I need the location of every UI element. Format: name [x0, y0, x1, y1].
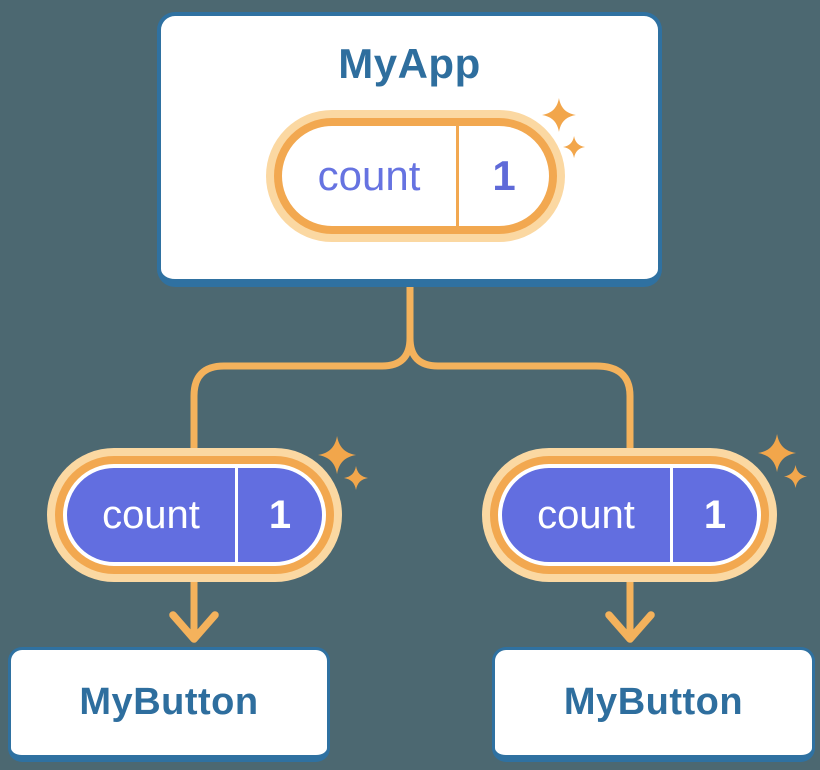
state-pill-label: count	[317, 152, 421, 199]
mybutton-card-right: MyButton	[492, 647, 815, 762]
sparkle-icon	[318, 436, 368, 490]
sparkle-icon	[758, 434, 808, 489]
branch-left-path	[190, 281, 414, 470]
props-pill-right-label: count	[537, 492, 635, 537]
branch-right-path	[406, 281, 634, 470]
mybutton-right-title: MyButton	[563, 681, 744, 723]
props-pill-right-value: 1	[703, 492, 727, 537]
props-pill-right: count 1	[498, 464, 761, 566]
arrow-left-head-icon	[169, 611, 219, 643]
myapp-title: MyApp	[338, 40, 481, 87]
props-pill-left-value: 1	[268, 492, 292, 537]
props-pill-left-label: count	[102, 492, 200, 537]
sparkle-icon	[542, 98, 586, 159]
mybutton-card-left: MyButton	[8, 647, 330, 762]
state-pill: count 1	[274, 118, 557, 234]
state-pill-divider	[456, 126, 459, 226]
state-pill-value: 1	[492, 152, 516, 199]
arrow-right-head-icon	[605, 611, 655, 643]
mybutton-left-title: MyButton	[79, 681, 259, 723]
props-pill-left-divider	[235, 468, 238, 562]
props-pill-right-divider	[670, 468, 673, 562]
props-pill-left: count 1	[63, 464, 326, 566]
